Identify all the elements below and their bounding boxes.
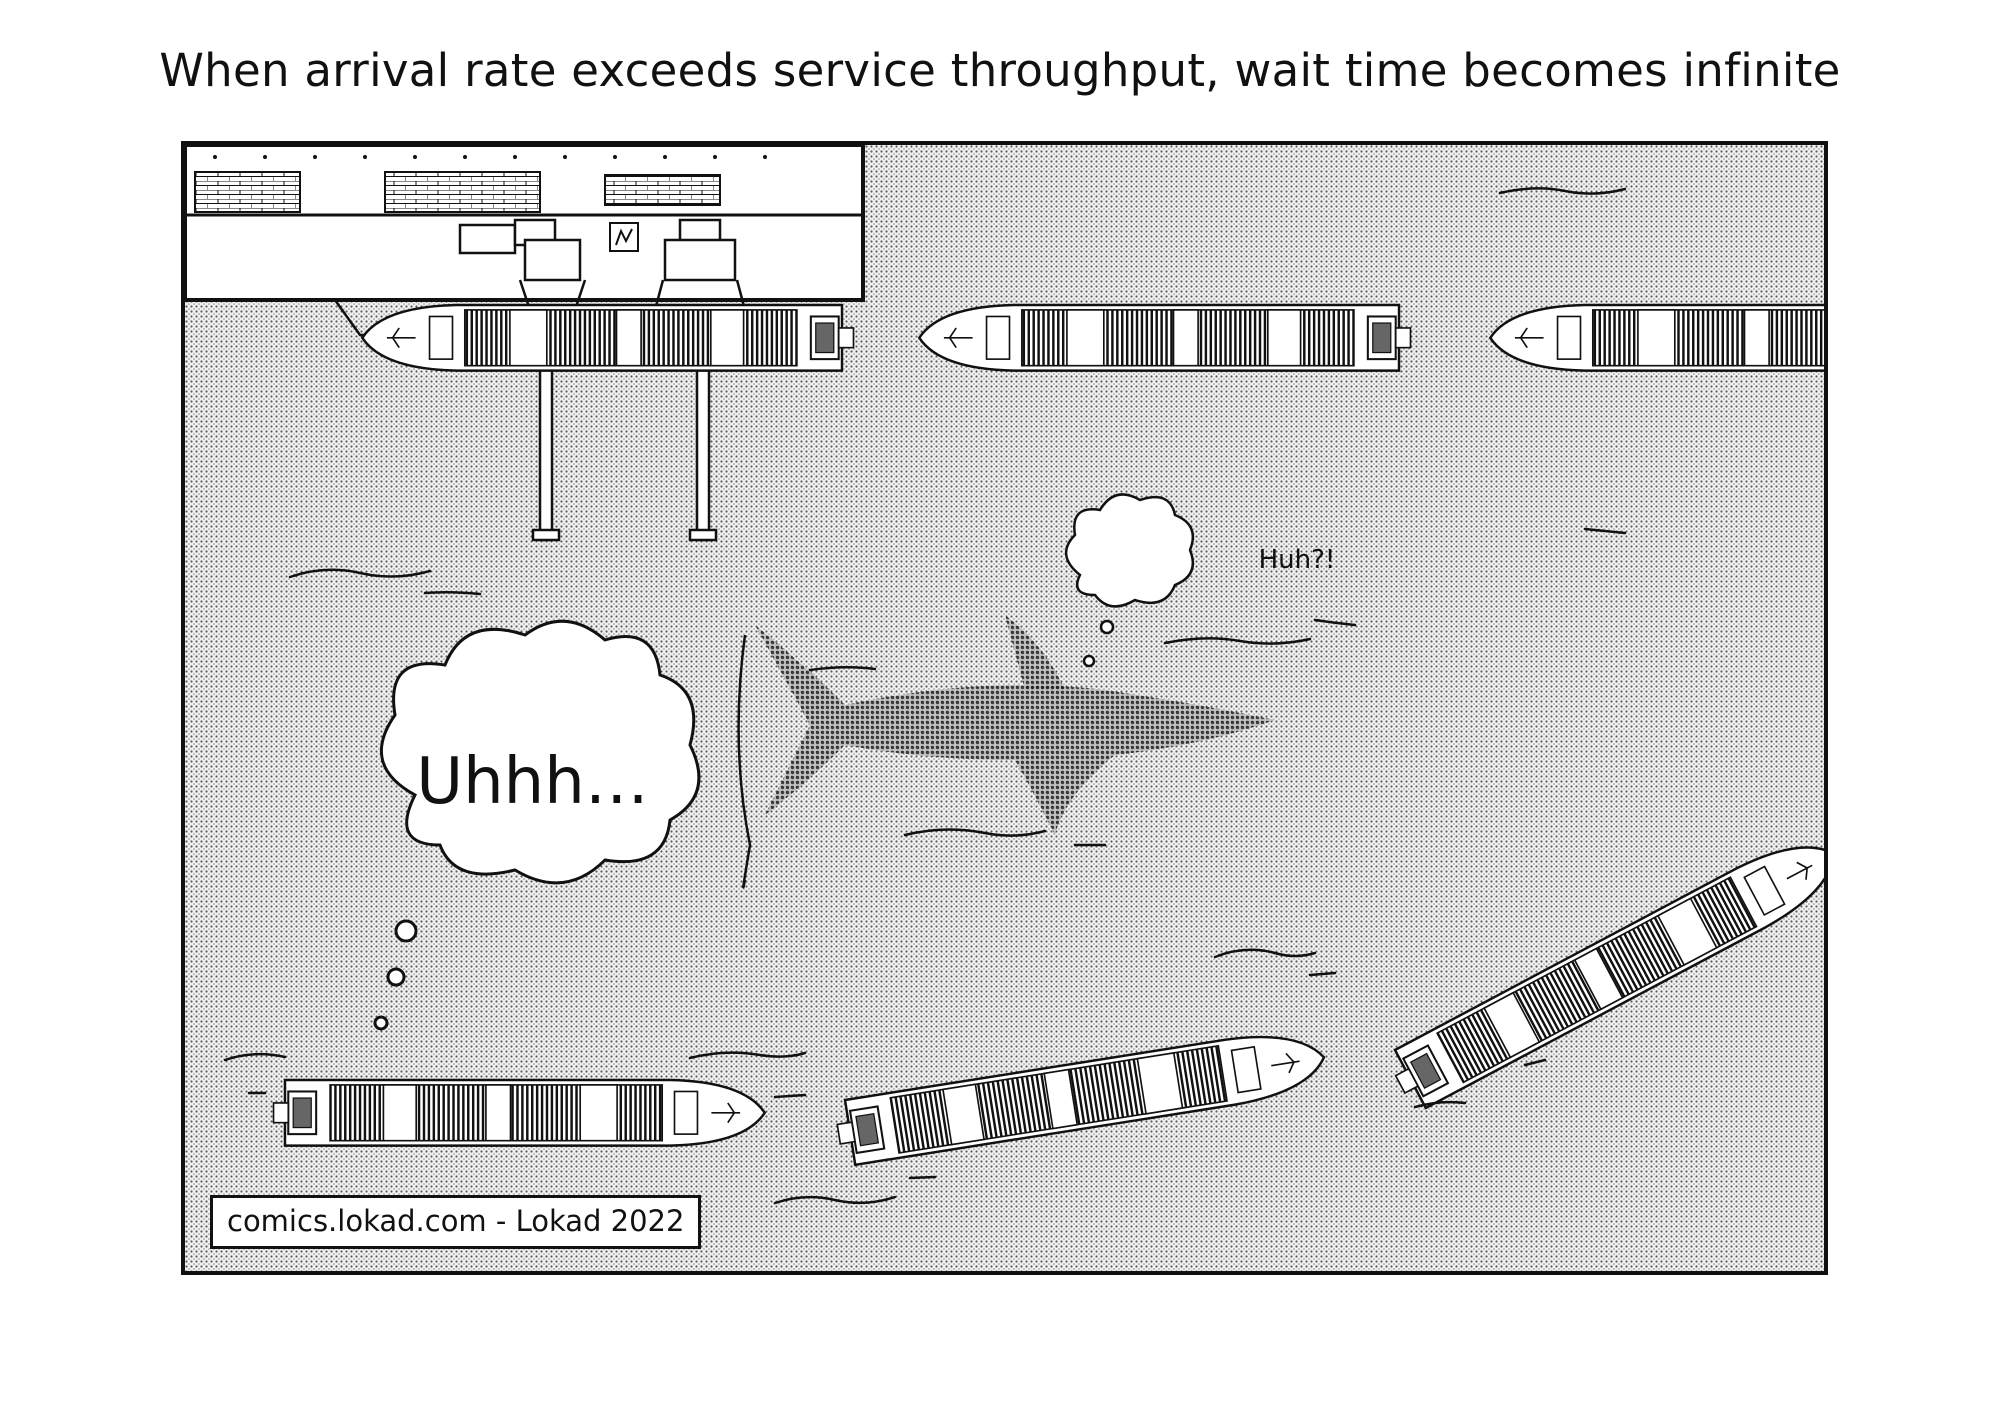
credit-label: comics.lokad.com - Lokad 2022: [210, 1195, 702, 1249]
water-ripples: [223, 187, 1627, 1205]
thought-text-uhhh: Uhhh…: [416, 745, 649, 819]
comic-title: When arrival rate exceeds service throug…: [159, 44, 1841, 97]
thought-bubble-small: [1065, 493, 1195, 668]
thought-bubble-large: [373, 619, 701, 1031]
comic-panel: Uhhh… Huh?! comics.lokad.com - Lokad 202…: [181, 141, 1828, 1275]
container-ship-waiting: [1489, 303, 1824, 372]
thought-text-huh: Huh?!: [1258, 545, 1336, 575]
container-ship-waiting: [272, 1078, 766, 1147]
shark-shadow: [755, 615, 1275, 835]
container-ship-docked: [361, 303, 855, 372]
harbor-scene: [185, 145, 1824, 1271]
container-ship-waiting: [918, 303, 1412, 372]
